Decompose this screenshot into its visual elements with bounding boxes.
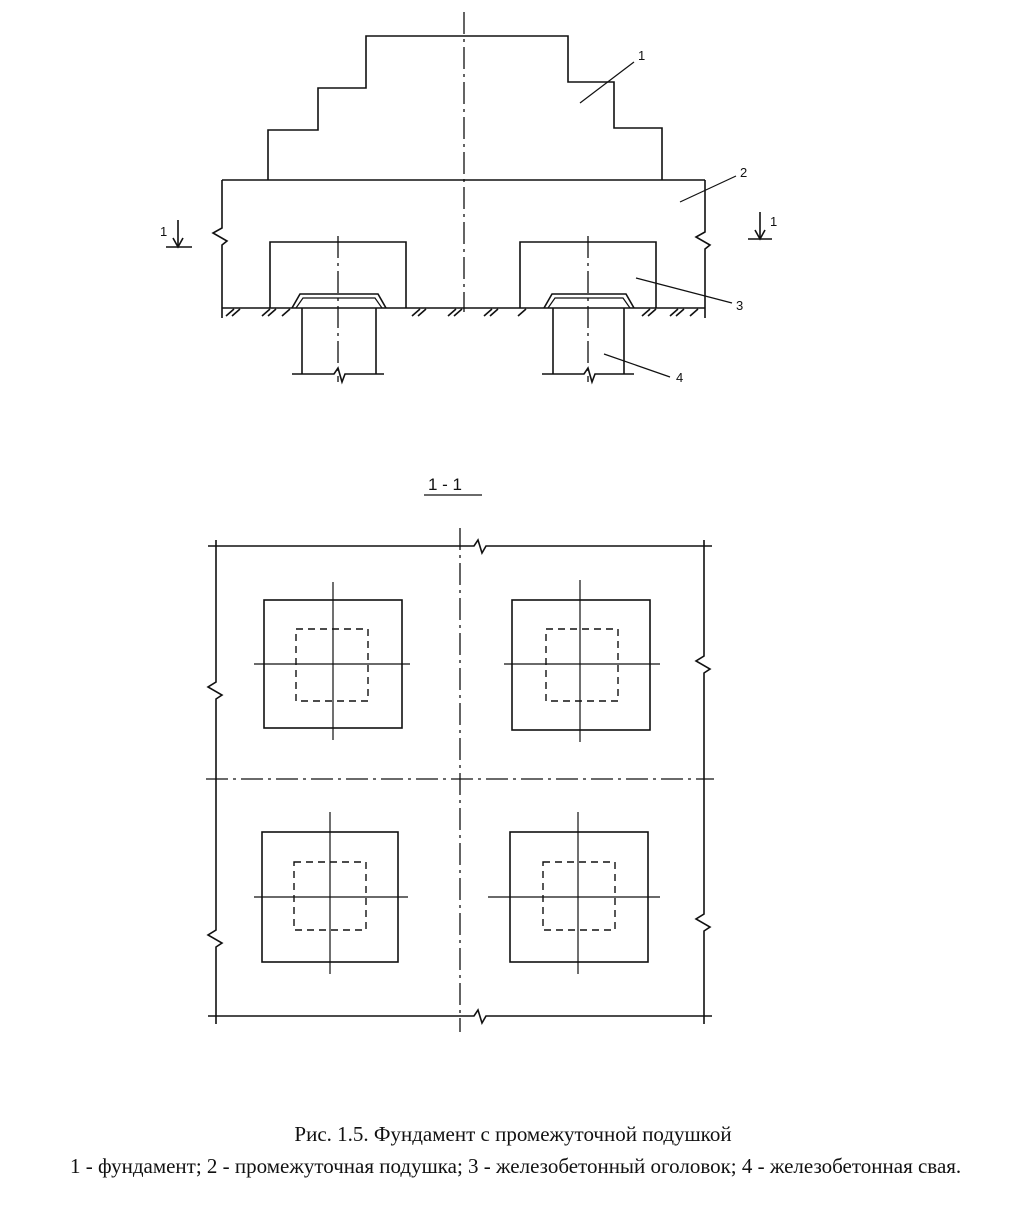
label-part-3: 3	[736, 298, 743, 313]
plan-top-edge	[208, 538, 712, 556]
leader-4	[603, 353, 671, 378]
leader-2	[679, 175, 737, 203]
leader-1	[579, 61, 635, 104]
svg-text:1: 1	[770, 214, 777, 229]
label-part-4: 4	[676, 370, 683, 385]
section-marker-right: 1	[748, 212, 777, 241]
foundation-drawing: 1 2 3 4 1 1 1 - 1	[160, 12, 777, 1032]
section-marker-left: 1	[160, 220, 192, 249]
pile-cap-plan-bottom-left	[254, 812, 408, 974]
pile-right	[542, 308, 634, 385]
label-part-2: 2	[740, 165, 747, 180]
caption-legend: 1 - фундамент; 2 - промежуточная подушка…	[70, 1154, 962, 1178]
plan-left-edge	[206, 540, 224, 1024]
pile-collar-left	[291, 293, 387, 309]
leader-3	[635, 277, 733, 304]
section-1-1: 1 - 1	[206, 475, 714, 1032]
elevation-view: 1 2 3 4 1 1	[160, 12, 777, 385]
pile-cap-plan-bottom-right	[488, 812, 660, 974]
intermediate-cushion	[211, 179, 712, 318]
section-title: 1 - 1	[428, 475, 462, 494]
plan-bottom-edge	[208, 1008, 712, 1026]
pile-collar-right	[543, 293, 635, 309]
plan-right-edge	[694, 540, 712, 1024]
figure-caption: Рис. 1.5. Фундамент с промежуточной поду…	[0, 1122, 1016, 1181]
pile-left	[292, 308, 384, 385]
caption-title: Рис. 1.5. Фундамент с промежуточной поду…	[294, 1122, 732, 1146]
pile-cap-plan-top-right	[504, 580, 660, 742]
stepped-foundation	[267, 35, 663, 180]
ground-hatching	[225, 308, 699, 317]
pile-cap-plan-top-left	[254, 582, 410, 740]
label-part-1: 1	[638, 48, 645, 63]
svg-text:1: 1	[160, 224, 167, 239]
